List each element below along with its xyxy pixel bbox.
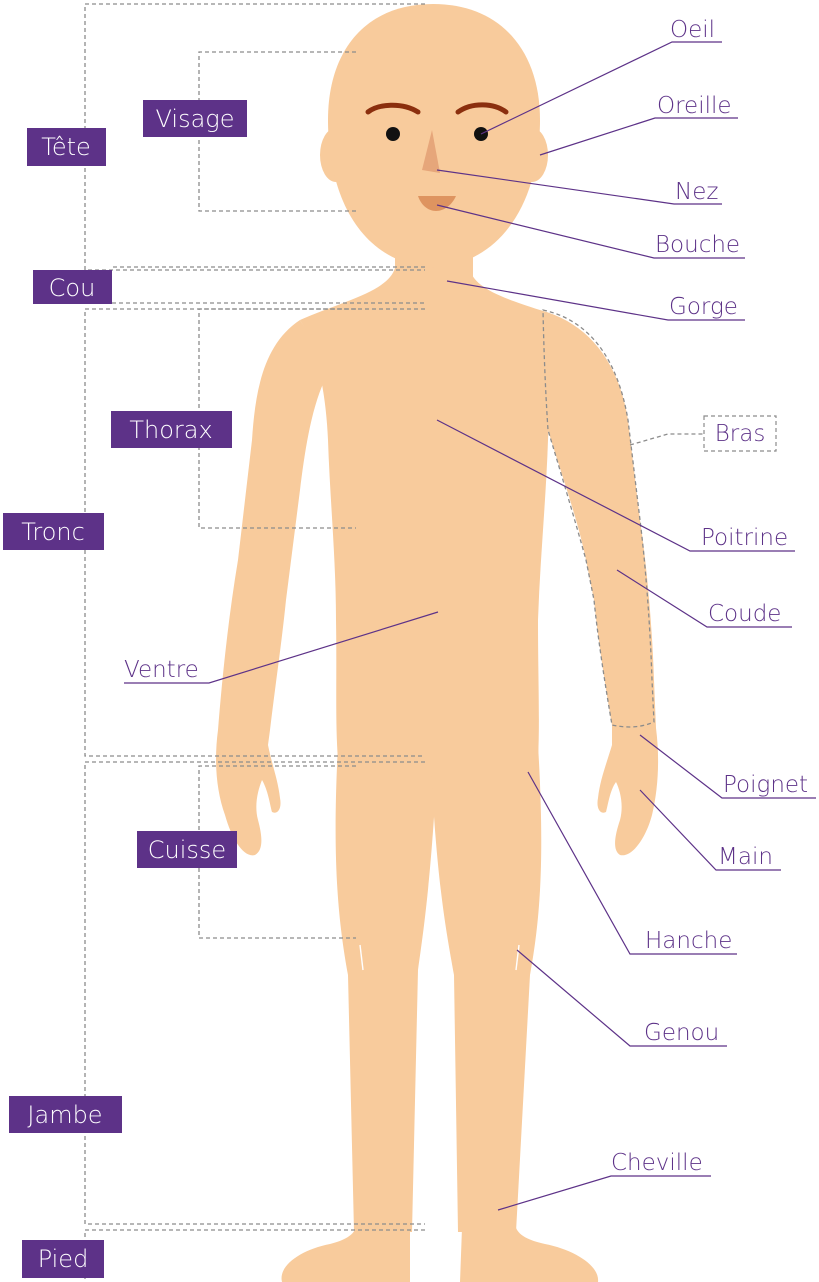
right-arm [540, 310, 658, 855]
body-figure [216, 4, 658, 1282]
tronc-label: Tronc [21, 518, 85, 546]
jambe-label: Jambe [27, 1101, 102, 1129]
thorax-label: Thorax [129, 416, 212, 444]
region-labels: Tête Visage Cou Thorax Tronc Cuisse Jamb… [3, 100, 247, 1278]
nez-label: Nez [675, 179, 718, 205]
poitrine-label: Poitrine [701, 525, 788, 551]
head [328, 4, 540, 268]
torso [300, 268, 549, 760]
left-arm [216, 320, 330, 855]
pied-label: Pied [38, 1245, 89, 1273]
visage-label: Visage [156, 105, 235, 133]
oreille-leader [540, 118, 738, 155]
left-leg [336, 745, 438, 1232]
poignet-label: Poignet [723, 772, 808, 798]
cou-label: Cou [49, 274, 96, 302]
right-foot [460, 1228, 598, 1282]
left-foot [282, 1228, 410, 1282]
ventre-label: Ventre [124, 657, 199, 683]
main-label: Main [718, 844, 773, 870]
oeil-label: Oeil [670, 17, 715, 43]
gorge-label: Gorge [669, 294, 738, 320]
cheville-label: Cheville [611, 1150, 703, 1176]
left-eye [386, 127, 400, 141]
cheville-leader [498, 1176, 711, 1210]
bras-label: Bras [715, 421, 766, 447]
hanche-label: Hanche [645, 928, 732, 954]
bouche-label: Bouche [655, 232, 740, 258]
oreille-label: Oreille [657, 93, 732, 119]
right-leg [430, 745, 541, 1232]
coude-label: Coude [708, 601, 781, 627]
tete-label: Tête [41, 133, 91, 161]
bras-connector [630, 434, 704, 445]
cuisse-label: Cuisse [148, 836, 226, 864]
genou-label: Genou [644, 1020, 719, 1046]
